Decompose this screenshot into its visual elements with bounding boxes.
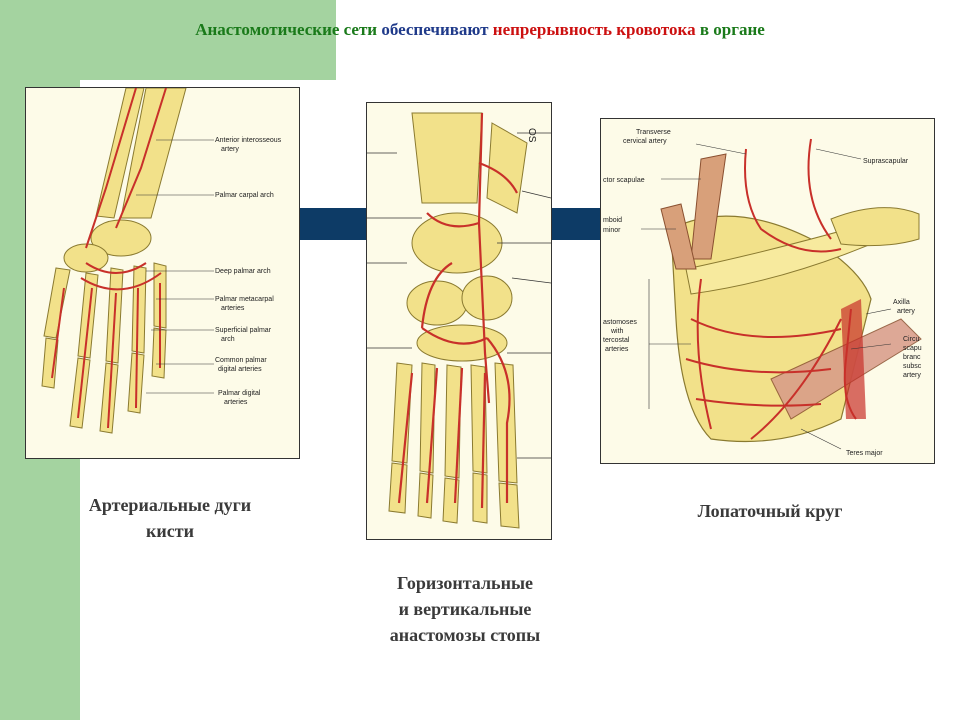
hand-illustration: Anterior interosseous artery Palmar carp… (41, 88, 282, 434)
foot-caption-line-3: анастомозы стопы (389, 625, 541, 645)
scap-label-4: mboid (603, 217, 622, 224)
hand-label-6: Superficial palmar (215, 327, 272, 334)
hand-label-10: Palmar digital (218, 390, 261, 397)
scap-label-16: artery (903, 372, 921, 379)
scap-label-12: Circu (903, 336, 919, 343)
green-top-band (80, 0, 336, 80)
scapula-caption-line: Лопаточный круг (697, 501, 843, 521)
scap-label-13: scapu (903, 345, 922, 352)
foot-illustration: OS (367, 112, 551, 529)
foot-corner-label: OS (526, 128, 537, 143)
hand-label-11: arteries (224, 399, 248, 406)
scap-label-8: tercostal (603, 337, 630, 344)
slide-title: Анастомотические сети обеспечивают непре… (0, 20, 960, 40)
title-part-4: в органе (699, 20, 765, 39)
foot-caption: Горизонтальные и вертикальные анастомозы… (340, 570, 590, 648)
scap-label-1: cervical artery (623, 138, 667, 145)
scap-label-0: Transverse (636, 129, 671, 136)
scap-label-17: Teres major (846, 450, 883, 457)
connector-bar-right (552, 208, 602, 240)
title-part-3: непрерывность кровотока (492, 20, 700, 39)
scap-label-10: Axilla (893, 299, 910, 306)
title-part-1: Анастомотические сети (195, 20, 382, 39)
hand-label-4: Palmar metacarpal (215, 296, 274, 303)
scapula-caption: Лопаточный круг (640, 498, 900, 524)
hand-caption-line-2: кисти (146, 521, 194, 541)
hand-label-7: arch (221, 336, 235, 343)
hand-label-0: Anterior interosseous (215, 137, 282, 144)
hand-arteries-figure: Anterior interosseous artery Palmar carp… (25, 87, 300, 459)
title-part-2: обеспечивают (381, 20, 493, 39)
connector-bar-left (298, 208, 368, 240)
hand-label-9: digital arteries (218, 366, 262, 373)
scapular-circle-figure: Transverse cervical artery Suprascapular… (600, 118, 935, 464)
scap-label-15: subsc (903, 363, 922, 370)
hand-caption: Артериальные дуги кисти (40, 492, 300, 544)
hand-label-2: Palmar carpal arch (215, 192, 274, 199)
hand-label-3: Deep palmar arch (215, 268, 271, 275)
foot-arteries-figure: OS (366, 102, 552, 540)
scap-label-14: branc (903, 354, 921, 361)
scapula-illustration: Transverse cervical artery Suprascapular… (603, 129, 922, 457)
scap-label-9: arteries (605, 346, 629, 353)
scap-label-3: ctor scapulae (603, 177, 645, 184)
hand-caption-line-1: Артериальные дуги (88, 495, 252, 515)
hand-label-8: Common palmar (215, 357, 267, 364)
scap-label-6: astomoses (603, 319, 637, 326)
scap-label-2: Suprascapular (863, 158, 909, 165)
hand-label-1: artery (221, 146, 239, 153)
scap-label-11: artery (897, 308, 915, 315)
hand-label-5: arteries (221, 305, 245, 312)
scap-label-7: with (610, 328, 624, 335)
scap-label-5: minor (603, 227, 621, 234)
foot-caption-line-1: Горизонтальные (396, 573, 533, 593)
foot-caption-line-2: и вертикальные (398, 599, 532, 619)
